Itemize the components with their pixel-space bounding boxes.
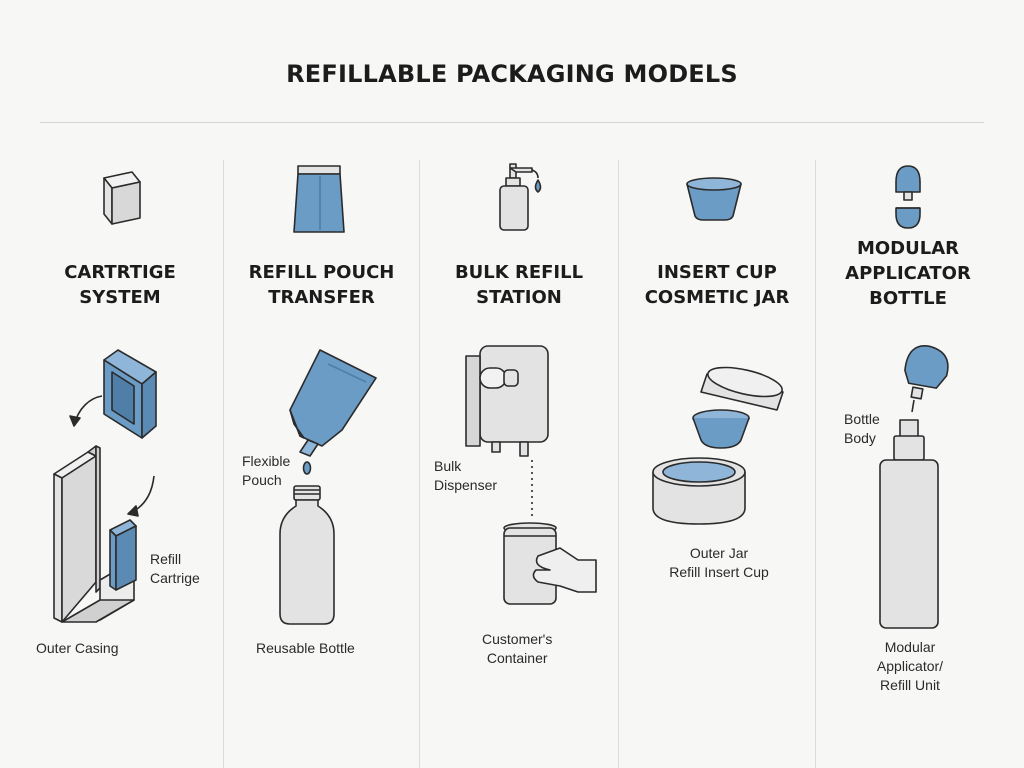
- applicator-unit-label: Modular Applicator/ Refill Unit: [876, 639, 944, 693]
- column-divider: [618, 160, 619, 768]
- model-insert-cup: INSERT CUP COSMETIC JAR Outer Jar Refill…: [619, 0, 815, 768]
- model-modular-applicator: MODULAR APPLICATOR BOTTLE Bottle Body Mo…: [816, 0, 1000, 768]
- reusable-bottle-label: Reusable Bottle: [256, 640, 355, 656]
- model-heading: CARTRTIGE SYSTEM: [64, 262, 176, 308]
- page-title: REFILLABLE PACKAGING MODELS: [286, 60, 738, 88]
- pouring-pouch: [289, 349, 377, 457]
- outer-casing: [53, 445, 137, 623]
- model-heading: INSERT CUP COSMETIC JAR: [644, 262, 790, 308]
- jar-illustration: [652, 177, 784, 525]
- applicator-head: [904, 345, 949, 413]
- jar-label: Outer Jar Refill Insert Cup: [669, 545, 769, 580]
- reusable-bottle: [279, 485, 335, 625]
- pump-bottle-icon: [499, 163, 542, 231]
- refill-cartridge-label: Refill Cartrige: [150, 551, 200, 586]
- bulk-dispenser-label: Bulk Dispenser: [434, 458, 498, 493]
- pouch-icon: [293, 165, 345, 233]
- outer-jar: [652, 457, 746, 525]
- column-divider: [419, 160, 420, 768]
- cartridge-illustration: [53, 171, 157, 623]
- model-cartridge-system: CARTRTIGE SYSTEM Refill Cartrige Outer C…: [20, 0, 220, 768]
- model-heading: REFILL POUCH TRANSFER: [248, 262, 395, 308]
- refill-cartridge: [103, 349, 157, 439]
- column-divider: [815, 160, 816, 768]
- insert-cup: [692, 409, 750, 449]
- model-heading: BULK REFILL STATION: [454, 262, 584, 308]
- bulk-dispenser: [465, 345, 549, 457]
- cup-icon: [686, 177, 742, 221]
- outer-casing-label: Outer Casing: [36, 640, 119, 656]
- title-divider: [40, 122, 984, 123]
- flexible-pouch-label: Flexible Pouch: [242, 453, 291, 488]
- applicator-illustration: [879, 165, 949, 629]
- model-heading: MODULAR APPLICATOR BOTTLE: [845, 238, 971, 309]
- customer-container-label: Customer's Container: [482, 631, 553, 666]
- jar-lid: [700, 366, 784, 411]
- model-refill-pouch: REFILL POUCH TRANSFER Flexible Pouch Reu…: [224, 0, 419, 768]
- column-divider: [223, 160, 224, 768]
- bulk-illustration: [465, 163, 597, 605]
- pouch-illustration: [279, 165, 377, 625]
- capsule-icon: [895, 165, 921, 229]
- customer-container: [503, 522, 557, 605]
- bottle-body: [879, 419, 939, 629]
- bottle-body-label: Bottle Body: [844, 411, 880, 446]
- cartridge-box-icon: [103, 171, 141, 225]
- hand: [532, 547, 597, 593]
- model-bulk-refill: BULK REFILL STATION Bulk Dispenser Custo…: [420, 0, 618, 768]
